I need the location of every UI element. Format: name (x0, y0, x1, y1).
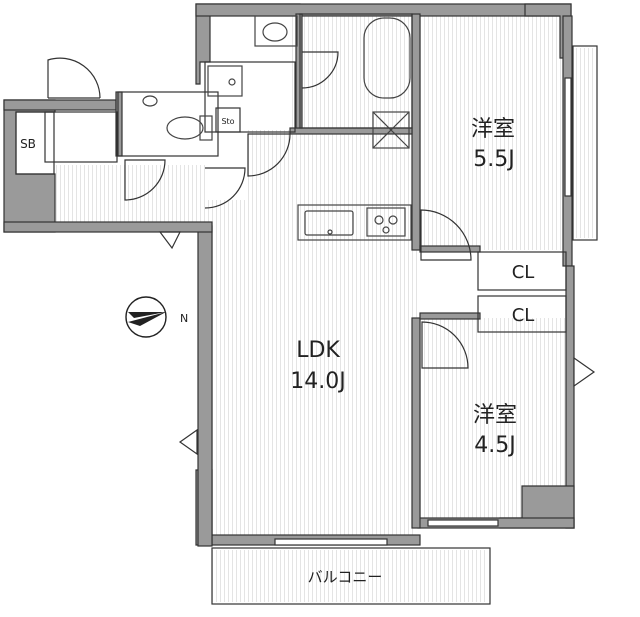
toilet-icon (166, 116, 204, 140)
compass: N (125, 296, 188, 338)
ldk-floor (200, 12, 420, 535)
western-room-1-size: 5.5J (473, 147, 514, 172)
wall-partition-v2 (411, 317, 421, 529)
windows (178, 77, 596, 546)
toilet-room (117, 91, 219, 157)
laundry-pan (372, 111, 410, 149)
western-room-2-name: 洋室 (473, 403, 517, 428)
door-entry (47, 57, 101, 99)
wall-left-ldk (197, 225, 213, 547)
kitchen-sink-icon (304, 210, 354, 236)
entry-box (44, 111, 118, 163)
wall-partition-h2 (419, 312, 481, 320)
kitchen-counter (297, 204, 412, 241)
closet-1-label: CL (512, 262, 535, 283)
wall-corridor-top (3, 99, 117, 111)
western-room-2-size: 4.5J (474, 433, 515, 458)
window-right-small (573, 356, 596, 388)
bathtub-icon (363, 17, 411, 99)
wall-partition-v (411, 13, 421, 251)
compass-north-label: N (180, 312, 188, 325)
door-wash (247, 133, 291, 177)
floor-areas (55, 12, 595, 602)
washbasin-counter (254, 15, 298, 47)
cl-box-1 (477, 251, 567, 291)
doors (47, 51, 472, 369)
ldk-size: 14.0J (290, 369, 345, 394)
sb-box (15, 111, 55, 175)
western-room-1-name: 洋室 (471, 117, 515, 142)
vanity-box (207, 65, 243, 97)
washroom (204, 61, 296, 133)
ldk-name: LDK (296, 338, 340, 363)
wall-corridor-bottom (3, 221, 213, 233)
bath-room (299, 13, 413, 129)
labels: 洋室 5.5J LDK 14.0J 洋室 4.5J CL CL SB Sto バ… (20, 117, 534, 586)
closet-2-label: CL (512, 305, 535, 326)
side-balcony-floor (575, 48, 595, 238)
window-balcony (274, 538, 388, 546)
sto-label: Sto (221, 117, 234, 126)
western-room-1-floor (420, 14, 565, 250)
door-shoebox (158, 231, 181, 250)
window-side-room1 (564, 77, 572, 197)
balcony-outline (211, 547, 491, 605)
balcony-floor (212, 550, 487, 602)
window-room2-bottom (427, 519, 499, 527)
wall-bath-left (295, 13, 303, 129)
side-balcony-outline (572, 45, 598, 241)
door-toilet (124, 159, 166, 201)
window-left-small (178, 428, 198, 456)
compass-icon (125, 296, 167, 338)
thin-lines (15, 13, 598, 605)
sto-box (215, 107, 241, 133)
western-room-2-floor (420, 318, 570, 518)
balcony-label: バルコニー (308, 568, 383, 586)
washbasin-icon (262, 22, 288, 42)
handsink-icon (142, 95, 158, 107)
fixtures (142, 15, 412, 241)
door-hall (204, 167, 246, 209)
cl-box-2 (477, 295, 567, 333)
door-room1 (420, 209, 472, 261)
entry-floor (55, 165, 205, 223)
shoe-box-label: SB (20, 137, 36, 151)
wall-partition-h1 (419, 245, 481, 253)
wall-sb-block (3, 99, 56, 233)
door-bath (301, 51, 339, 89)
door-room2 (421, 321, 469, 369)
stove-icon (366, 207, 406, 237)
